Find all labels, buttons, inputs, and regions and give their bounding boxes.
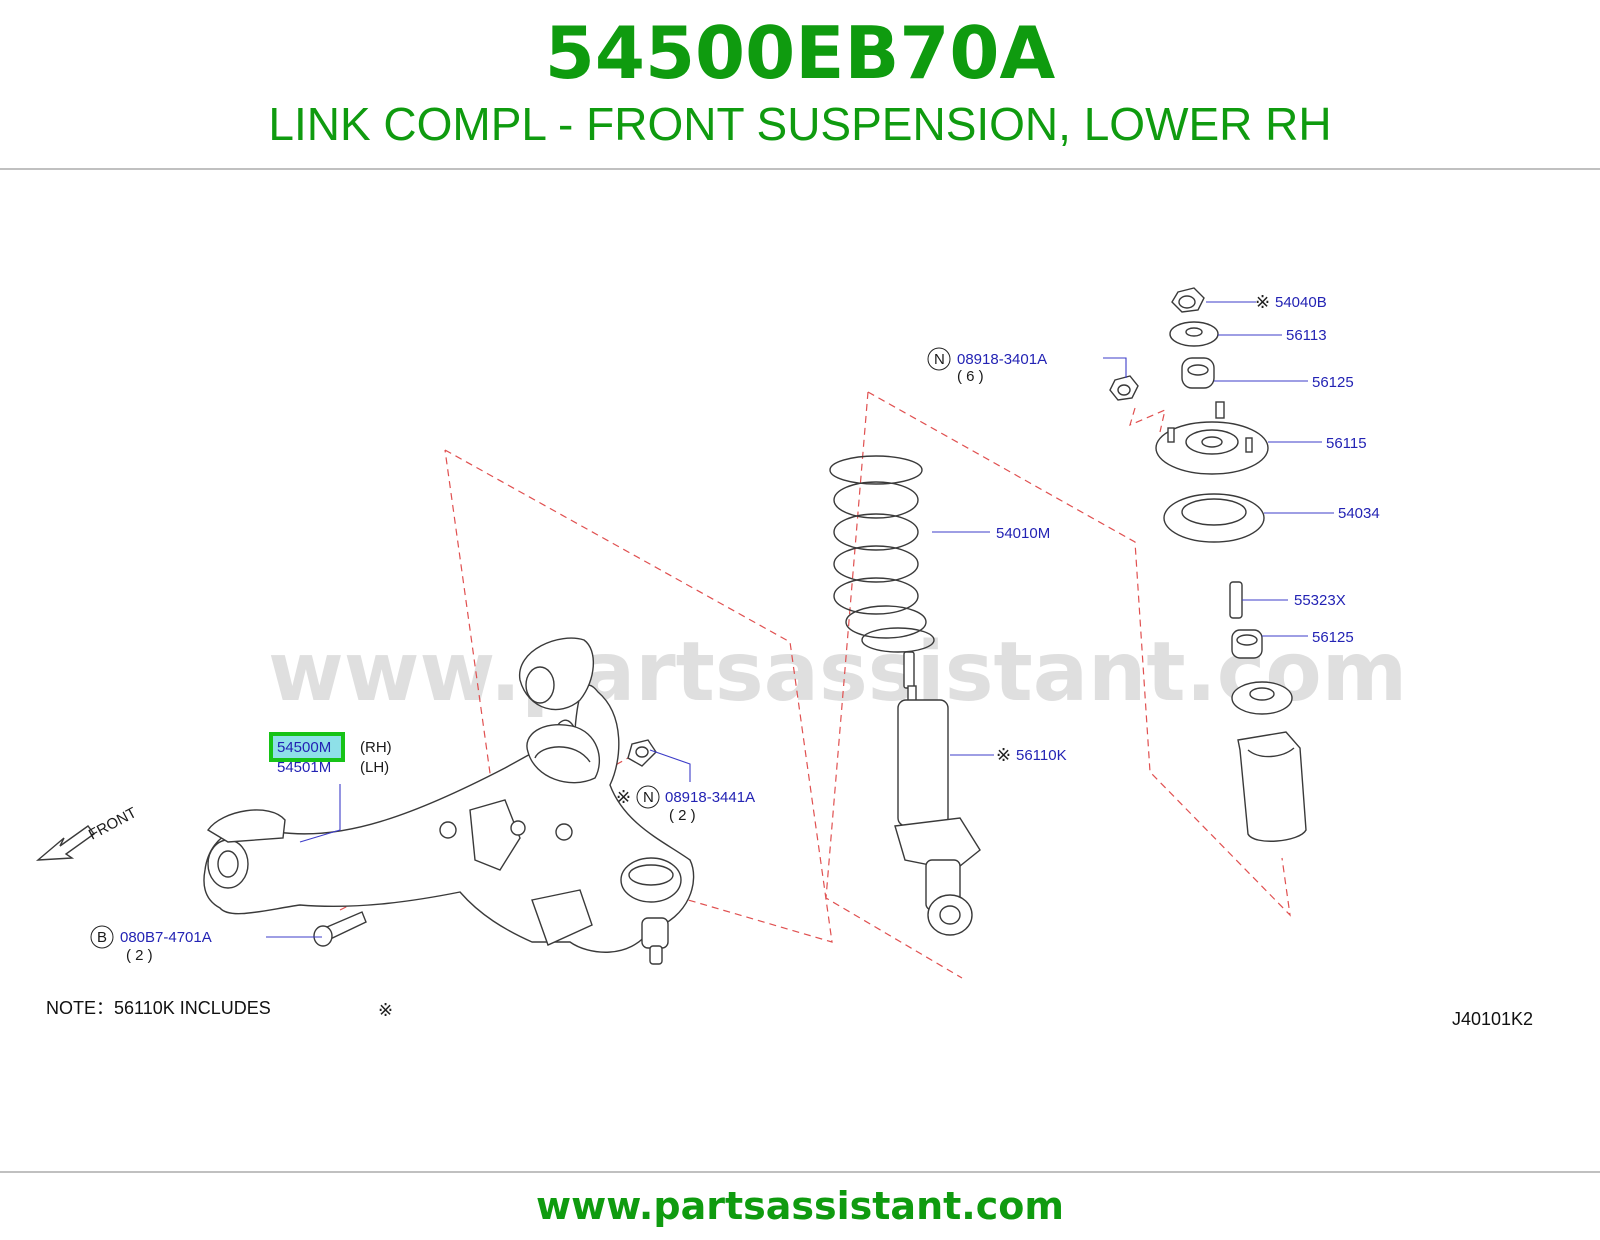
side-54501m: (LH) bbox=[360, 759, 389, 776]
rear-bushing-icon bbox=[525, 666, 555, 704]
shock-absorber-drawing bbox=[894, 651, 981, 936]
footer-url[interactable]: www.partsassistant.com bbox=[536, 1184, 1064, 1228]
label-56113[interactable]: 56113 bbox=[1286, 327, 1327, 344]
note-text: NOTE：56110K INCLUDES bbox=[46, 998, 271, 1018]
label-55323x[interactable]: 55323X bbox=[1294, 592, 1346, 609]
label-54040b[interactable]: 54040B bbox=[1275, 294, 1327, 311]
label-08918-3441a[interactable]: 08918-3441A bbox=[665, 789, 755, 806]
note-asterisk: ※ bbox=[378, 1000, 393, 1021]
asterisk-mark: ※ bbox=[616, 787, 631, 808]
circle-b-icon bbox=[90, 925, 114, 949]
front-arrow-icon bbox=[35, 825, 95, 861]
part-description: LINK COMPL - FRONT SUSPENSION, LOWER RH bbox=[268, 98, 1332, 150]
watermark: www.partsassistant.com bbox=[268, 625, 1407, 720]
header-divider bbox=[0, 168, 1600, 170]
circle-n-letter: N bbox=[934, 351, 945, 368]
qty-080b7-4701a: ( 2 ) bbox=[126, 947, 153, 964]
leader-lines bbox=[266, 301, 1334, 938]
circle-n-icon bbox=[636, 785, 660, 809]
label-54034[interactable]: 54034 bbox=[1338, 505, 1380, 522]
page-header: 54500EB70A LINK COMPL - FRONT SUSPENSION… bbox=[0, 0, 1600, 170]
footer-divider bbox=[0, 1171, 1600, 1173]
circle-n-letter: N bbox=[643, 789, 654, 806]
bound-bumper-55323x-icon bbox=[1229, 581, 1243, 619]
side-54500m: (RH) bbox=[360, 739, 392, 756]
label-56125-top[interactable]: 56125 bbox=[1312, 374, 1354, 391]
part-number-title: 54500EB70A bbox=[544, 11, 1056, 95]
qty-08918-3401a: ( 6 ) bbox=[957, 368, 984, 385]
asterisk-mark: ※ bbox=[1255, 292, 1270, 313]
parts-diagram: www.partsassistant.com bbox=[35, 287, 1533, 1029]
label-56115[interactable]: 56115 bbox=[1326, 435, 1367, 452]
label-080b7-4701a[interactable]: 080B7-4701A bbox=[120, 929, 212, 946]
label-54500m[interactable]: 54500M bbox=[277, 739, 331, 756]
label-08918-3401a[interactable]: 08918-3401A bbox=[957, 351, 1047, 368]
label-56125-mid[interactable]: 56125 bbox=[1312, 629, 1354, 646]
label-54010m[interactable]: 54010M bbox=[996, 525, 1050, 542]
callout-labels: ※ 54040B 56113 56125 56115 54034 55323X … bbox=[46, 292, 1533, 1029]
diagram-code: J40101K2 bbox=[1452, 1009, 1533, 1029]
strut-mount-stack-drawing bbox=[1109, 287, 1307, 842]
circle-b-letter: B bbox=[97, 929, 107, 946]
label-56110k[interactable]: 56110K bbox=[1016, 747, 1067, 764]
dust-boot-icon bbox=[1237, 731, 1307, 842]
coil-spring-drawing bbox=[829, 455, 935, 653]
highlighted-part-box bbox=[269, 732, 345, 762]
front-label: FRONT bbox=[86, 804, 140, 843]
label-54501m[interactable]: 54501M bbox=[277, 759, 331, 776]
qty-08918-3441a: ( 2 ) bbox=[669, 807, 696, 824]
lower-link-arm-drawing bbox=[35, 637, 695, 965]
circle-n-icon bbox=[927, 347, 951, 371]
asterisk-mark: ※ bbox=[996, 745, 1011, 766]
